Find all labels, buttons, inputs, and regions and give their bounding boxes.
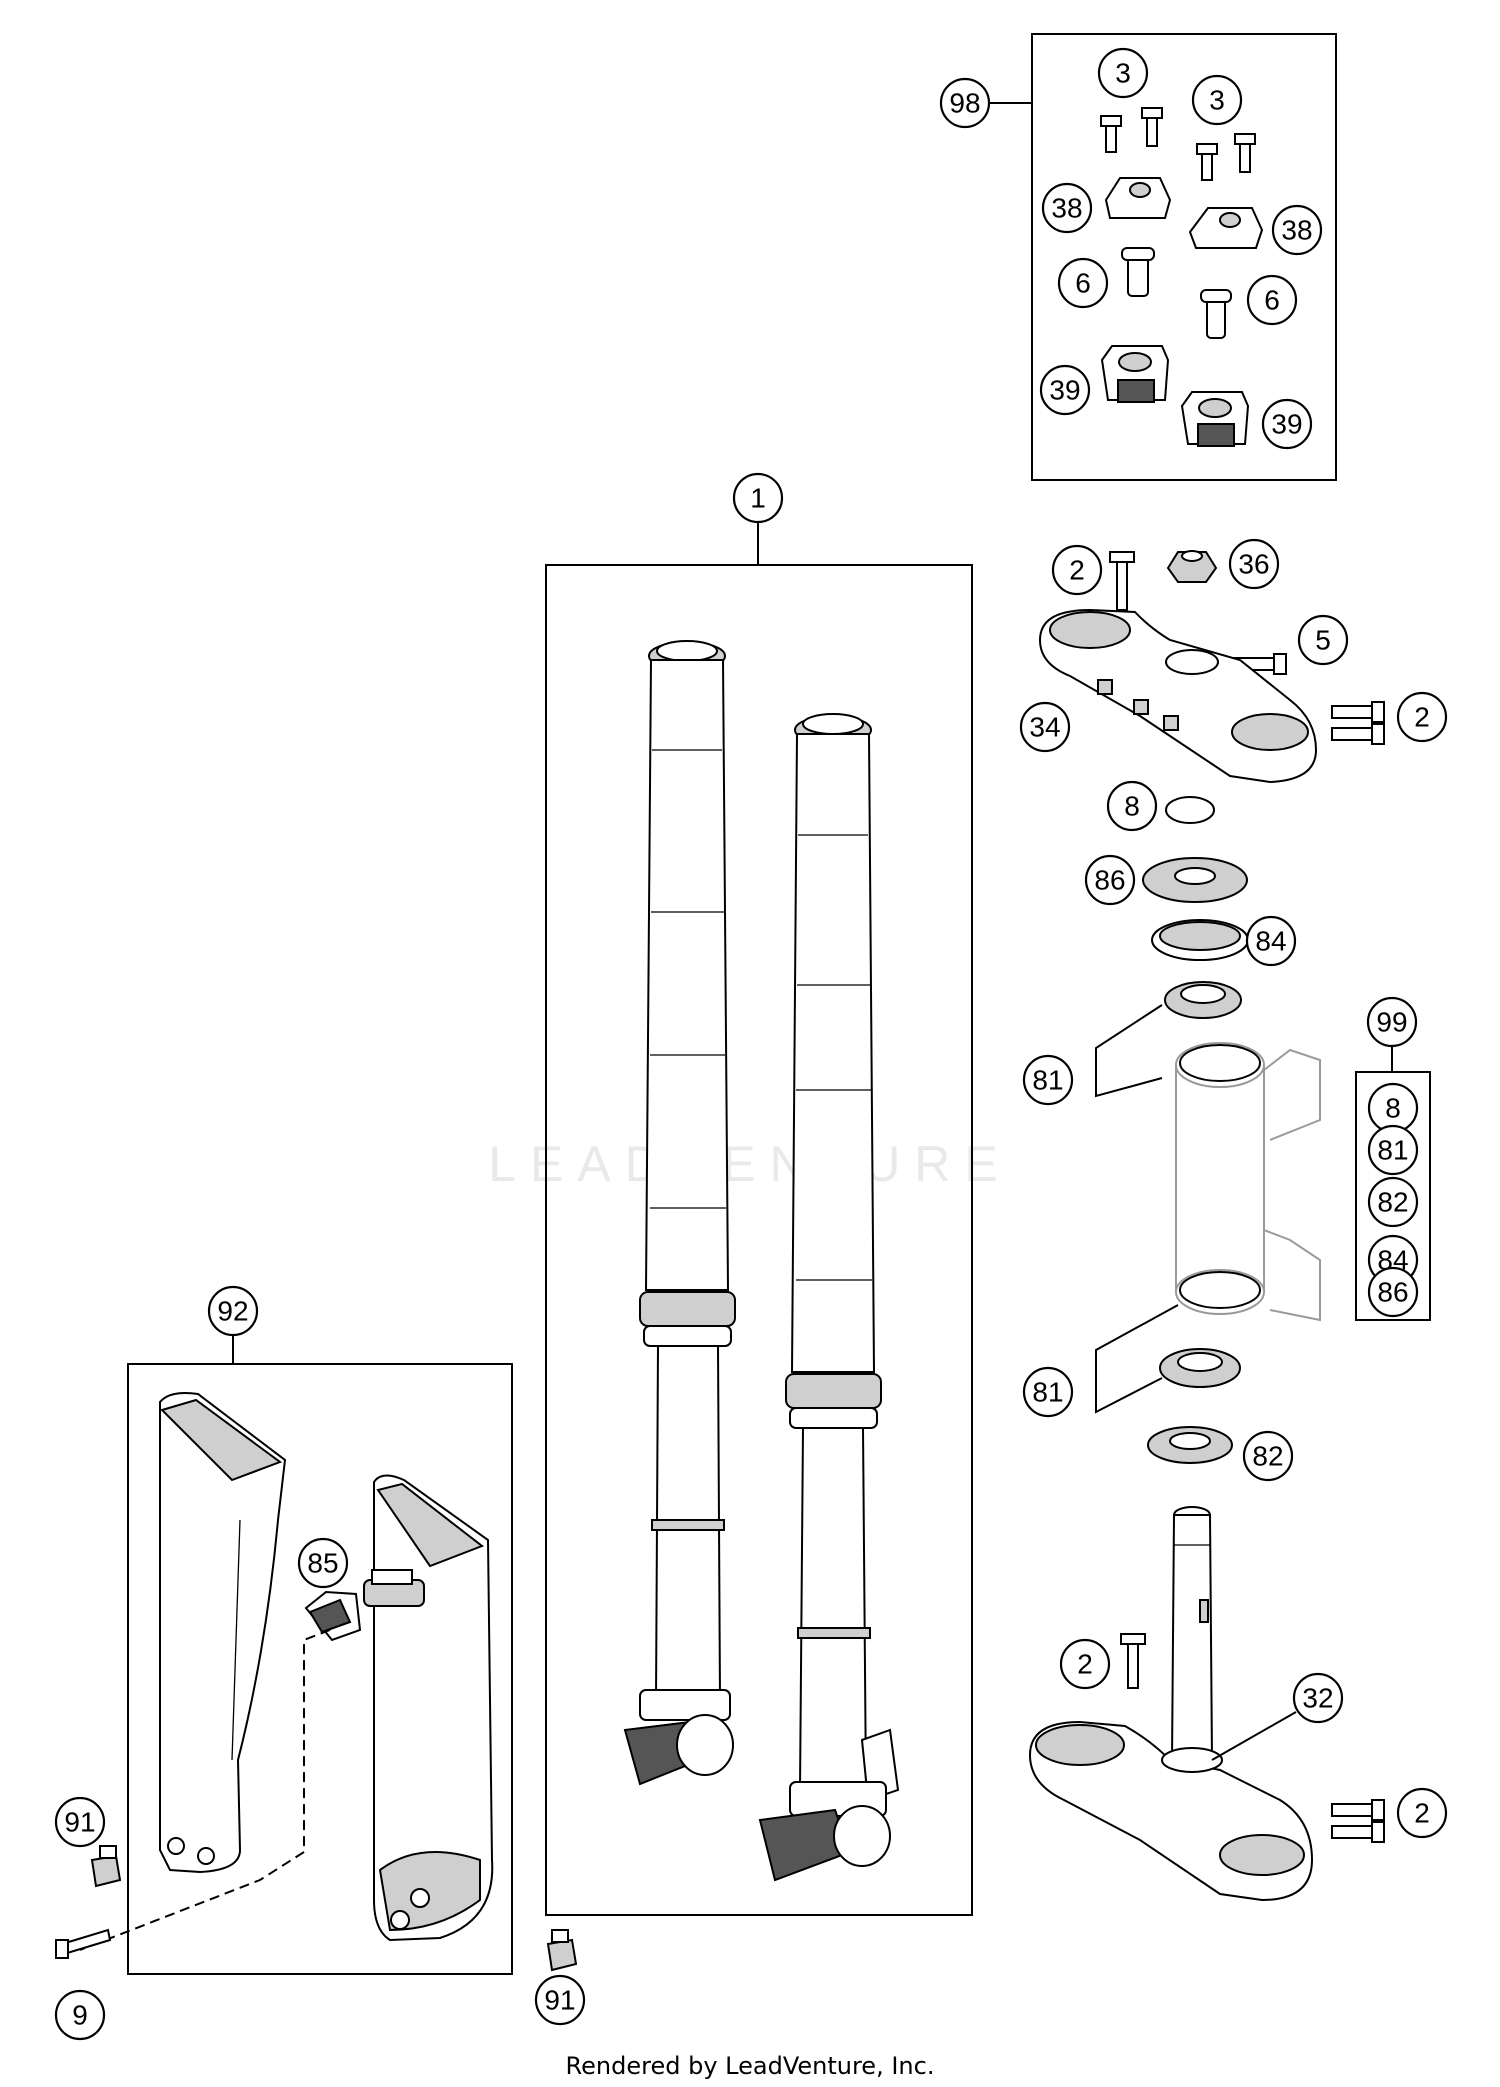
fork-leg-right <box>758 713 900 1882</box>
svg-text:91: 91 <box>544 1985 575 2016</box>
svg-text:85: 85 <box>307 1548 338 1579</box>
callout-39-right: 39 <box>1261 398 1313 450</box>
svg-text:6: 6 <box>1264 285 1280 316</box>
callout-9: 9 <box>54 1989 106 2041</box>
svg-text:81: 81 <box>1032 1065 1063 1096</box>
callout-8: 8 <box>1106 780 1158 832</box>
svg-text:39: 39 <box>1049 375 1080 406</box>
sleeve-6-right <box>1200 289 1232 339</box>
svg-text:81: 81 <box>1032 1377 1063 1408</box>
svg-text:82: 82 <box>1377 1187 1408 1218</box>
bearing-stack <box>1095 796 1321 1464</box>
svg-text:2: 2 <box>1414 702 1430 733</box>
callout-85: 85 <box>297 1537 349 1589</box>
set-99-box <box>1355 1046 1431 1321</box>
callout-1: 1 <box>732 472 784 524</box>
svg-text:38: 38 <box>1051 193 1082 224</box>
svg-text:82: 82 <box>1252 1441 1283 1472</box>
screw-9 <box>55 1928 112 1959</box>
callout-81-top: 81 <box>1022 1054 1074 1106</box>
svg-text:36: 36 <box>1238 549 1269 580</box>
set-99-item-81: 81 <box>1367 1124 1419 1176</box>
callout-38-left: 38 <box>1041 182 1093 234</box>
fork-leg-left <box>623 640 736 1786</box>
lower-clamp-parts <box>1028 1506 1385 1902</box>
callout-2-top: 2 <box>1051 544 1103 596</box>
kit-98-parts <box>1100 107 1264 447</box>
svg-text:81: 81 <box>1377 1135 1408 1166</box>
sleeve-6-left <box>1121 247 1155 297</box>
callout-3-left: 3 <box>1097 47 1149 99</box>
set-99-item-82: 82 <box>1367 1176 1419 1228</box>
callout-36: 36 <box>1228 538 1280 590</box>
callout-98: 98 <box>939 77 991 129</box>
svg-text:86: 86 <box>1094 865 1125 896</box>
callout-2-upper-right: 2 <box>1396 691 1448 743</box>
svg-text:34: 34 <box>1029 712 1060 743</box>
bolt-3-right-a <box>1196 143 1218 181</box>
bolt-3-right-b <box>1234 133 1256 173</box>
callout-32: 32 <box>1292 1672 1344 1724</box>
svg-text:3: 3 <box>1209 85 1225 116</box>
svg-text:98: 98 <box>949 88 980 119</box>
callout-3-right: 3 <box>1191 74 1243 126</box>
svg-text:39: 39 <box>1271 409 1302 440</box>
set-99-item-86: 86 <box>1367 1266 1419 1318</box>
clamp-cap-38-right <box>1188 207 1264 249</box>
svg-text:91: 91 <box>64 1807 95 1838</box>
screw-91-right <box>546 1929 578 1972</box>
callout-34: 34 <box>1019 701 1071 753</box>
callout-91-left: 91 <box>54 1796 106 1848</box>
callout-6-left: 6 <box>1057 257 1109 309</box>
callout-2-lower-right: 2 <box>1396 1787 1448 1839</box>
svg-text:2: 2 <box>1069 555 1085 586</box>
callout-38-right: 38 <box>1271 204 1323 256</box>
callout-84: 84 <box>1245 915 1297 967</box>
cable-guide-85 <box>304 1590 362 1642</box>
fork-guard-left <box>159 1392 287 1874</box>
callout-91-right: 91 <box>534 1974 586 2026</box>
assembly-line-9 <box>79 1851 305 1951</box>
footer-credit: Rendered by LeadVenture, Inc. <box>565 2052 935 2080</box>
callout-2-lower: 2 <box>1059 1638 1111 1690</box>
svg-text:92: 92 <box>217 1296 248 1327</box>
callout-6-right: 6 <box>1246 274 1298 326</box>
bolt-3-left-b <box>1141 107 1163 147</box>
svg-text:6: 6 <box>1075 268 1091 299</box>
fork-guard-kit-92-box <box>127 1332 513 1975</box>
callout-92: 92 <box>207 1285 259 1337</box>
svg-text:2: 2 <box>1414 1798 1430 1829</box>
watermark-text: LEADVENTURE <box>488 1136 1012 1192</box>
svg-text:38: 38 <box>1281 215 1312 246</box>
svg-text:32: 32 <box>1302 1683 1333 1714</box>
clamp-cap-38-left <box>1104 177 1172 219</box>
svg-text:2: 2 <box>1077 1649 1093 1680</box>
screw-91-left <box>90 1845 122 1888</box>
svg-text:1: 1 <box>750 483 766 514</box>
set-99-item-8: 8 <box>1367 1082 1419 1134</box>
callout-5: 5 <box>1297 614 1349 666</box>
svg-text:86: 86 <box>1377 1277 1408 1308</box>
fork-guard-right <box>363 1474 494 1942</box>
svg-text:84: 84 <box>1255 926 1286 957</box>
callout-86: 86 <box>1084 854 1136 906</box>
svg-text:8: 8 <box>1385 1093 1401 1124</box>
callout-81-bottom: 81 <box>1022 1366 1074 1418</box>
svg-text:9: 9 <box>72 2000 88 2031</box>
fork-kit-1-box <box>545 518 973 1916</box>
kit-98-box <box>990 33 1337 481</box>
svg-text:5: 5 <box>1315 625 1331 656</box>
svg-text:3: 3 <box>1115 58 1131 89</box>
callout-82: 82 <box>1242 1430 1294 1482</box>
svg-text:99: 99 <box>1376 1007 1407 1038</box>
upper-clamp-parts <box>1038 550 1385 784</box>
callout-99: 99 <box>1366 996 1418 1048</box>
svg-text:8: 8 <box>1124 791 1140 822</box>
assembly-line-85 <box>303 1629 331 1852</box>
callout-39-left: 39 <box>1039 364 1091 416</box>
bolt-3-left-a <box>1100 115 1122 153</box>
clamp-base-39-right <box>1180 391 1250 447</box>
clamp-base-39-left <box>1100 345 1170 403</box>
